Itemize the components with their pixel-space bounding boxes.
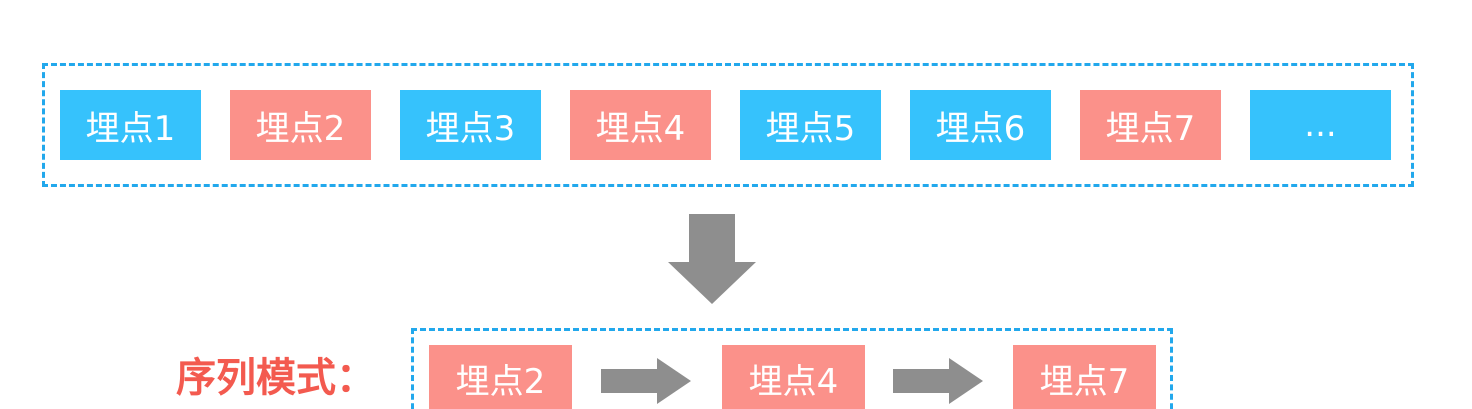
event-chip-3: 埋点3 bbox=[400, 90, 541, 160]
event-chip-1: 埋点1 bbox=[60, 90, 201, 160]
sequence-group bbox=[411, 328, 1173, 409]
arrow-right-icon bbox=[601, 358, 691, 404]
arrow-down-icon bbox=[668, 214, 756, 304]
event-chip-6: 埋点6 bbox=[910, 90, 1051, 160]
sequence-chip-1: 埋点2 bbox=[429, 345, 572, 409]
event-chip-more: ... bbox=[1250, 90, 1391, 160]
sequence-chip-3: 埋点7 bbox=[1013, 345, 1156, 409]
all-events-group bbox=[42, 63, 1414, 187]
arrow-right-icon bbox=[893, 358, 983, 404]
event-chip-5: 埋点5 bbox=[740, 90, 881, 160]
sequence-mode-label: 序列模式： bbox=[176, 355, 376, 401]
event-chip-2: 埋点2 bbox=[230, 90, 371, 160]
event-chip-7: 埋点7 bbox=[1080, 90, 1221, 160]
sequence-chip-2: 埋点4 bbox=[722, 345, 865, 409]
event-chip-4: 埋点4 bbox=[570, 90, 711, 160]
